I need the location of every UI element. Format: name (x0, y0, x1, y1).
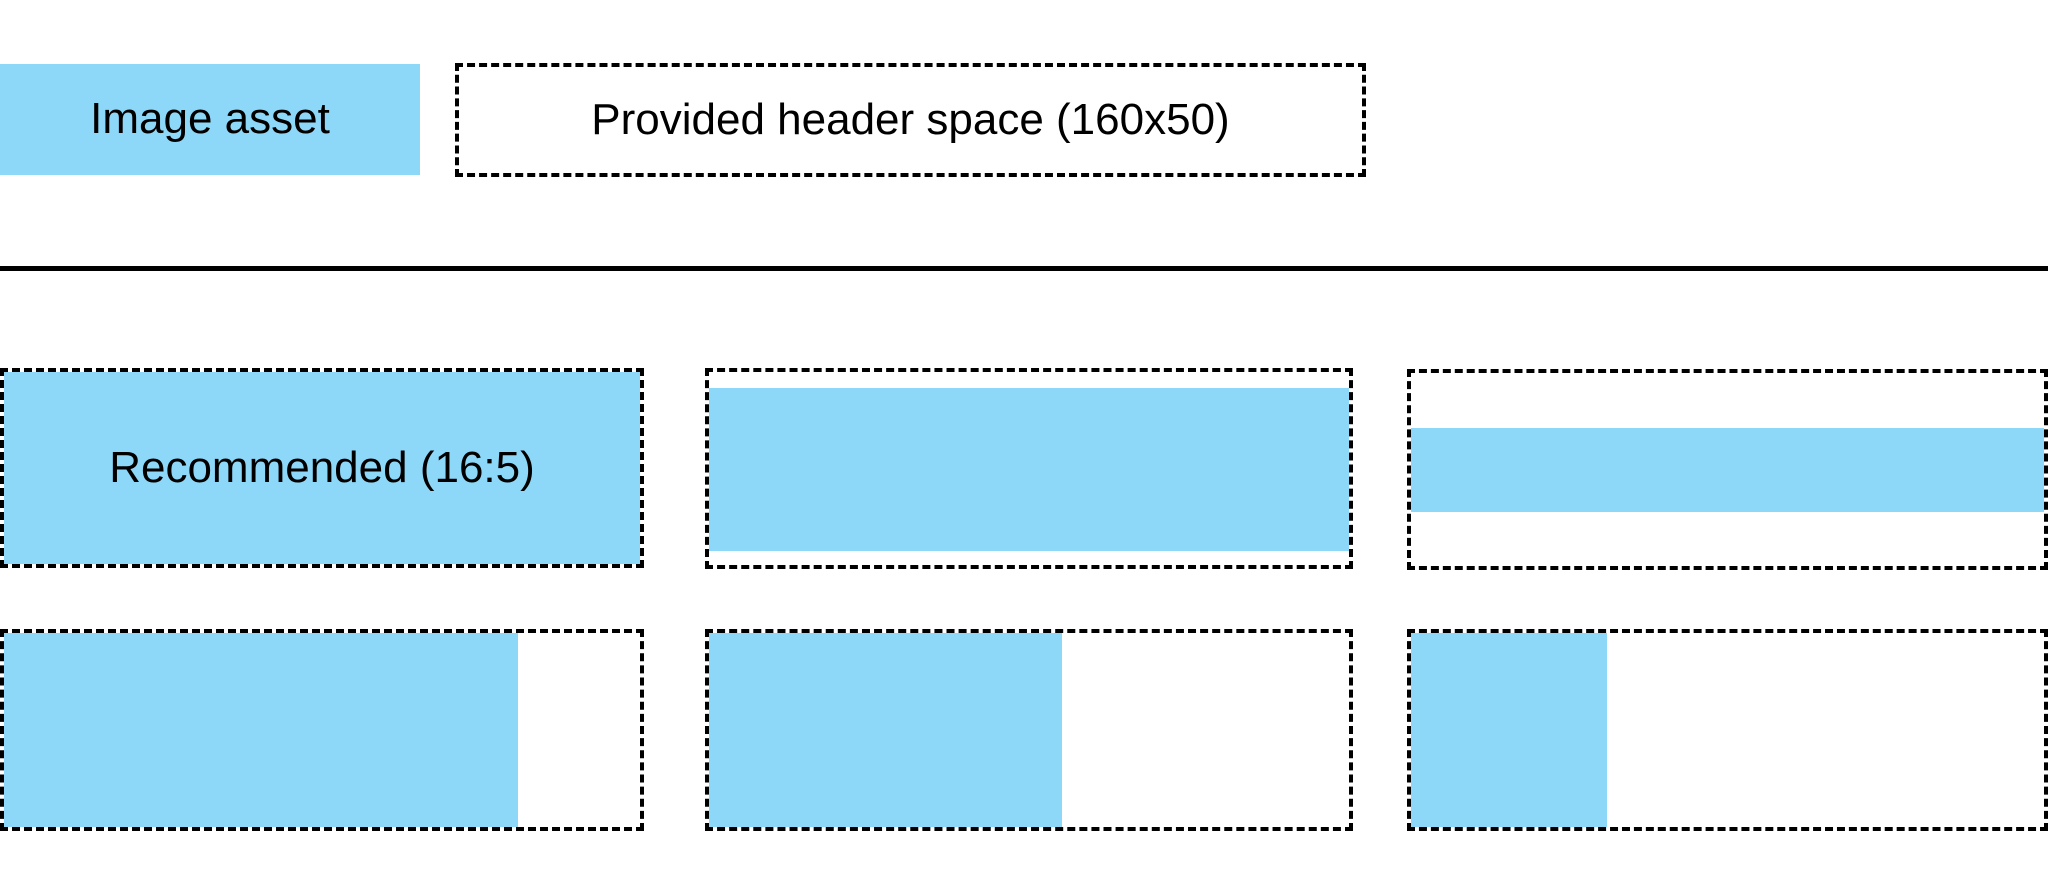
recommended-label-layer: Recommended (16:5) (4, 372, 640, 564)
image-asset-fill (709, 388, 1349, 552)
header-space-content (709, 372, 1349, 565)
image-asset-fill (4, 633, 518, 827)
legend-image-asset-swatch: Image asset (0, 64, 420, 175)
legend-header-space-box: Provided header space (160x50) (455, 63, 1366, 177)
header-space-content: Recommended (16:5) (4, 372, 640, 564)
header-space-box-tall-medium (705, 629, 1353, 831)
header-space-content (4, 633, 640, 827)
header-space-content (1411, 633, 2044, 827)
image-asset-fill (709, 633, 1063, 827)
recommended-ratio-label: Recommended (16:5) (109, 442, 535, 492)
header-space-box-recommended: Recommended (16:5) (0, 368, 644, 568)
divider-line (0, 266, 2048, 271)
image-asset-fill (1411, 428, 2044, 512)
legend-image-asset-label: Image asset (90, 94, 330, 144)
legend-header-space-label: Provided header space (160x50) (591, 94, 1230, 144)
header-space-content (709, 633, 1349, 827)
image-asset-fill (1411, 633, 1607, 827)
image-asset-fill (4, 372, 640, 564)
header-space-box-wide (705, 368, 1353, 569)
header-space-content (1411, 373, 2044, 566)
header-space-box-tall-large (0, 629, 644, 831)
header-space-box-tall-small (1407, 629, 2048, 831)
header-space-box-extra-wide (1407, 369, 2048, 570)
